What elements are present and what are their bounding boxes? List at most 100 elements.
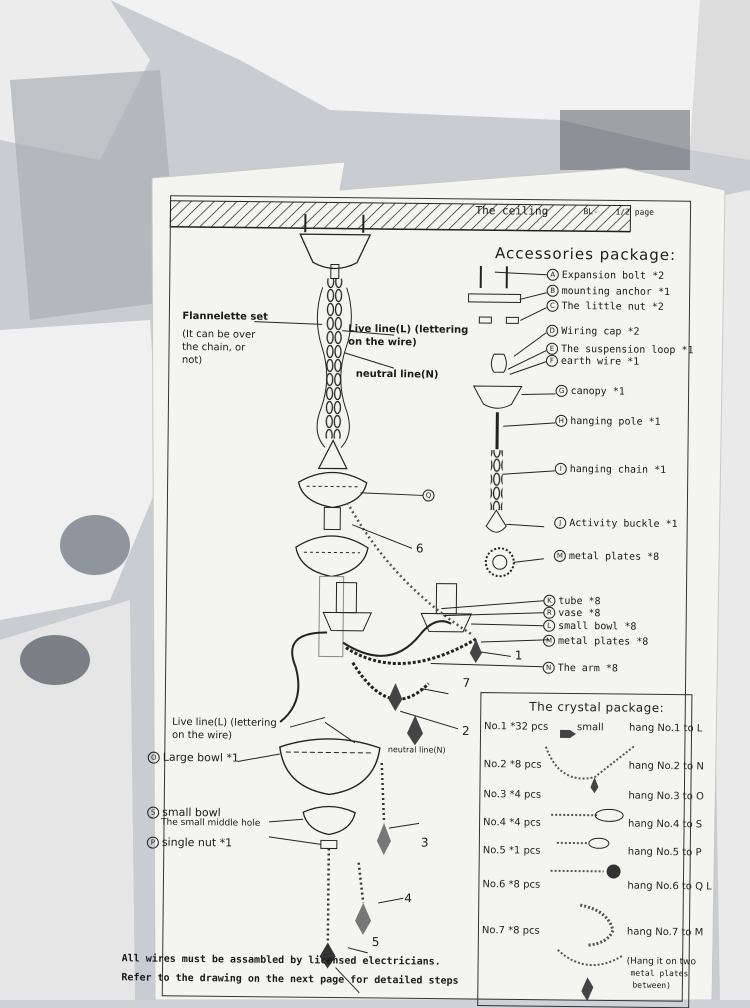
number-6: 6 — [416, 541, 424, 555]
chrome-part-2 — [20, 635, 90, 685]
crystal-no: No.7 — [482, 925, 505, 936]
crystal-hang: hang No.2 to — [629, 761, 694, 773]
chain-upper-drawing — [325, 278, 343, 438]
crystal-pcs: *4 pcs — [509, 789, 541, 800]
accessories-title: Accessories package: — [495, 244, 676, 264]
flannelette-note-2: the chain, or — [182, 342, 245, 355]
live-line-bottom-2: on the wire) — [172, 730, 232, 743]
crystal-row-6-hang: hang No.6 to Q L — [627, 881, 711, 893]
no7-note-1: (Hang it on two — [627, 957, 697, 969]
accessory-qty: *2 — [652, 302, 664, 313]
crystal-row-7-hang: hang No.7 to M — [627, 927, 703, 939]
metal-plate-accessory — [486, 548, 514, 576]
crystal-hang: hang No.5 to — [628, 847, 693, 859]
arm-part-text: small bowl — [558, 621, 618, 633]
accessory-qty: *8 — [647, 552, 659, 563]
arm-part-qty: *8 — [636, 637, 648, 648]
crystal-target: O — [696, 791, 704, 802]
hanging-chain-accessory — [490, 450, 503, 510]
accessory-qty: *1 — [666, 519, 678, 530]
circled-letter: K — [543, 595, 555, 607]
circled-letter: S — [147, 807, 159, 819]
circled-letter: O — [148, 752, 160, 764]
circled-letter: P — [147, 837, 159, 849]
crystal-no: No.5 — [483, 845, 506, 856]
lower-part-text: Large bowl — [163, 751, 223, 765]
accessory-qty: *1 — [654, 465, 666, 476]
crystal-no: No.3 — [483, 789, 506, 800]
accessory-text: Expansion bolt — [562, 270, 646, 282]
crystal-no: No.1 — [484, 721, 507, 732]
lower-part-note: The small middle hole — [161, 818, 260, 830]
crystal-pcs: *4 pcs — [509, 817, 541, 828]
accessory-text: Activity buckle — [569, 518, 659, 530]
small-bowl-drawing — [303, 806, 355, 835]
accessory-qty: *2 — [627, 327, 639, 338]
crystal-row-2-qty: No.2 *8 pcs — [484, 759, 542, 771]
circled-letter: L — [543, 620, 555, 632]
number-4: 4 — [404, 891, 412, 905]
crystal-extra: small — [577, 722, 604, 733]
arm-right-drawing — [343, 620, 451, 656]
ceiling-label: The ceiling — [475, 204, 548, 218]
accessory-text: hanging pole — [570, 416, 642, 428]
crystal-hang: hang No.6 to — [627, 881, 692, 893]
accessory-qty: *1 — [649, 417, 661, 428]
circled-letter: C — [546, 300, 558, 312]
crystal-pcs: *1 pcs — [509, 845, 541, 856]
accessory-text: hanging chain — [570, 464, 648, 476]
accessory-text: mounting anchor — [562, 286, 652, 298]
crystal-hang: hang No.4 to — [628, 819, 693, 831]
accessory-text: metal plates — [569, 551, 641, 563]
no7-note-2: metal plates — [630, 969, 688, 979]
crystal-row-2-hang: hang No.2 to N — [629, 761, 704, 773]
accessory-qty: *1 — [627, 357, 639, 368]
circled-letter: J — [554, 517, 566, 529]
live-line-bottom-1: Live line(L) (lettering — [172, 717, 277, 730]
crystal-target: S — [696, 819, 702, 830]
q-marker: Q — [422, 489, 437, 502]
crystal-row-5-hang: hang No.5 to P — [628, 847, 702, 859]
arm-part-text: tube — [558, 596, 582, 607]
neutral-line-top: neutral line(N) — [356, 369, 439, 382]
page-indicator: 1/2 page — [615, 207, 654, 217]
number-3: 3 — [421, 835, 429, 849]
arm-left-drawing — [280, 632, 327, 722]
arm-part-text: vase — [558, 608, 582, 619]
neutral-line-bottom: neutral line(N) — [388, 745, 446, 755]
accessory-text: Wiring cap — [561, 326, 621, 338]
lower-part-note-text: The small middle hole — [161, 818, 260, 829]
crystal-no: No.2 — [484, 759, 507, 770]
arm-part-qty: *8 — [588, 596, 600, 607]
accessory-text: The little nut — [561, 301, 645, 313]
top-bowl-drawing — [298, 472, 366, 508]
crystal-package-title: The crystal package: — [529, 700, 664, 716]
arm-part-text: The arm — [558, 663, 600, 674]
crystal-hang: hang No.1 to — [629, 723, 694, 735]
crystal-pcs: *8 pcs — [510, 759, 542, 770]
arm-part-qty: *8 — [624, 622, 636, 633]
crystal-row-3-qty: No.3 *4 pcs — [483, 789, 541, 801]
number-2: 2 — [462, 724, 470, 738]
crystal-row-extra: small — [577, 722, 604, 733]
arm-part-qty: *8 — [606, 663, 618, 674]
accessory-qty: *1 — [613, 386, 625, 397]
crystal-row-6-qty: No.6 *8 pcs — [482, 879, 540, 891]
crystal-row-4-hang: hang No.4 to S — [628, 819, 702, 831]
circled-letter: G — [556, 385, 568, 397]
crystal-pcs: *32 pcs — [510, 721, 548, 732]
circled-letter: M — [554, 550, 566, 562]
circled-letter: F — [546, 355, 558, 367]
lower-part-qty: *1 — [226, 751, 239, 764]
flannelette-title: Flannelette set — [182, 311, 268, 324]
